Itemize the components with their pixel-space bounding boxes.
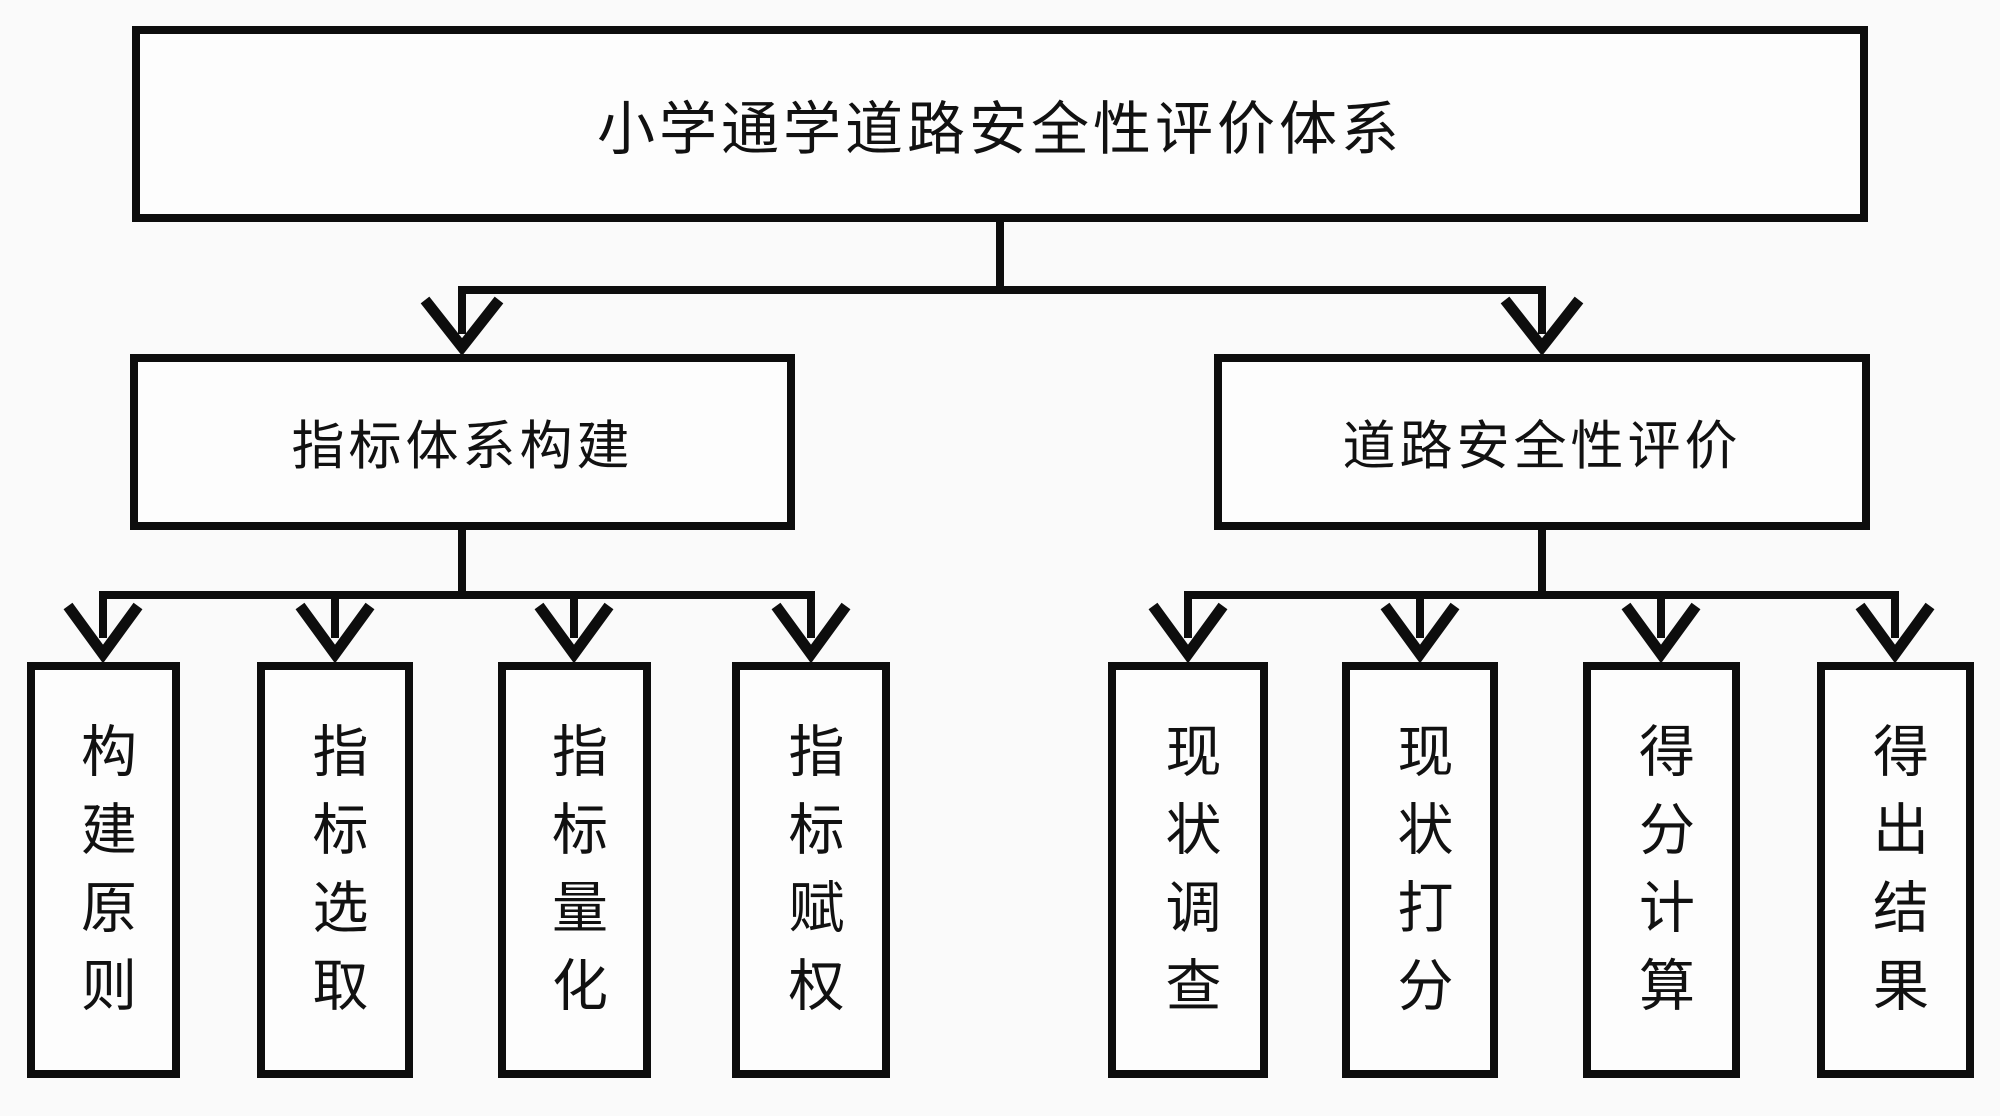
arrowhead-leaf-5-icon <box>1148 602 1228 664</box>
node-leaf-indicator-selection-label: 指标选取 <box>304 722 366 1034</box>
node-leaf-result-derivation-label: 得出结果 <box>1864 722 1927 1034</box>
node-leaf-indicator-weighting-label: 指标赋权 <box>780 722 842 1034</box>
arrowhead-leaf-3-icon <box>534 602 614 664</box>
arrowhead-leaf-2-icon <box>295 602 375 664</box>
node-leaf-construction-principles: 构建原则 <box>27 662 180 1078</box>
node-leaf-result-derivation: 得出结果 <box>1817 662 1974 1078</box>
node-leaf-status-survey: 现状调查 <box>1108 662 1268 1078</box>
node-leaf-indicator-weighting: 指标赋权 <box>732 662 890 1078</box>
node-road-safety-evaluation-label: 道路安全性评价 <box>1342 418 1742 476</box>
node-leaf-score-calculation-label: 得分计算 <box>1630 722 1693 1034</box>
node-indicator-system-construction-label: 指标体系构建 <box>291 418 634 476</box>
node-leaf-status-survey-label: 现状调查 <box>1157 722 1219 1034</box>
arrowhead-branch-right-icon <box>1500 296 1584 356</box>
arrowhead-leaf-8-icon <box>1855 602 1935 664</box>
node-leaf-status-scoring: 现状打分 <box>1342 662 1498 1078</box>
arrowhead-branch-left-icon <box>420 296 504 356</box>
node-root-label: 小学通学道路安全性评价体系 <box>596 97 1403 162</box>
node-leaf-indicator-selection: 指标选取 <box>257 662 413 1078</box>
node-leaf-status-scoring-label: 现状打分 <box>1389 722 1451 1034</box>
arrowhead-leaf-7-icon <box>1621 602 1701 664</box>
arrowhead-leaf-6-icon <box>1380 602 1460 664</box>
node-leaf-score-calculation: 得分计算 <box>1583 662 1740 1078</box>
connector-right-bracket <box>1184 591 1899 638</box>
node-leaf-construction-principles-label: 构建原则 <box>72 722 135 1034</box>
node-root: 小学通学道路安全性评价体系 <box>132 26 1868 222</box>
arrowhead-leaf-4-icon <box>771 602 851 664</box>
node-leaf-indicator-quantification-label: 指标量化 <box>543 722 606 1034</box>
connector-root-bracket <box>458 286 1546 334</box>
node-indicator-system-construction: 指标体系构建 <box>130 354 795 530</box>
node-road-safety-evaluation: 道路安全性评价 <box>1214 354 1870 530</box>
connector-left-bracket <box>99 591 815 638</box>
node-leaf-indicator-quantification: 指标量化 <box>498 662 651 1078</box>
arrowhead-leaf-1-icon <box>63 602 143 664</box>
